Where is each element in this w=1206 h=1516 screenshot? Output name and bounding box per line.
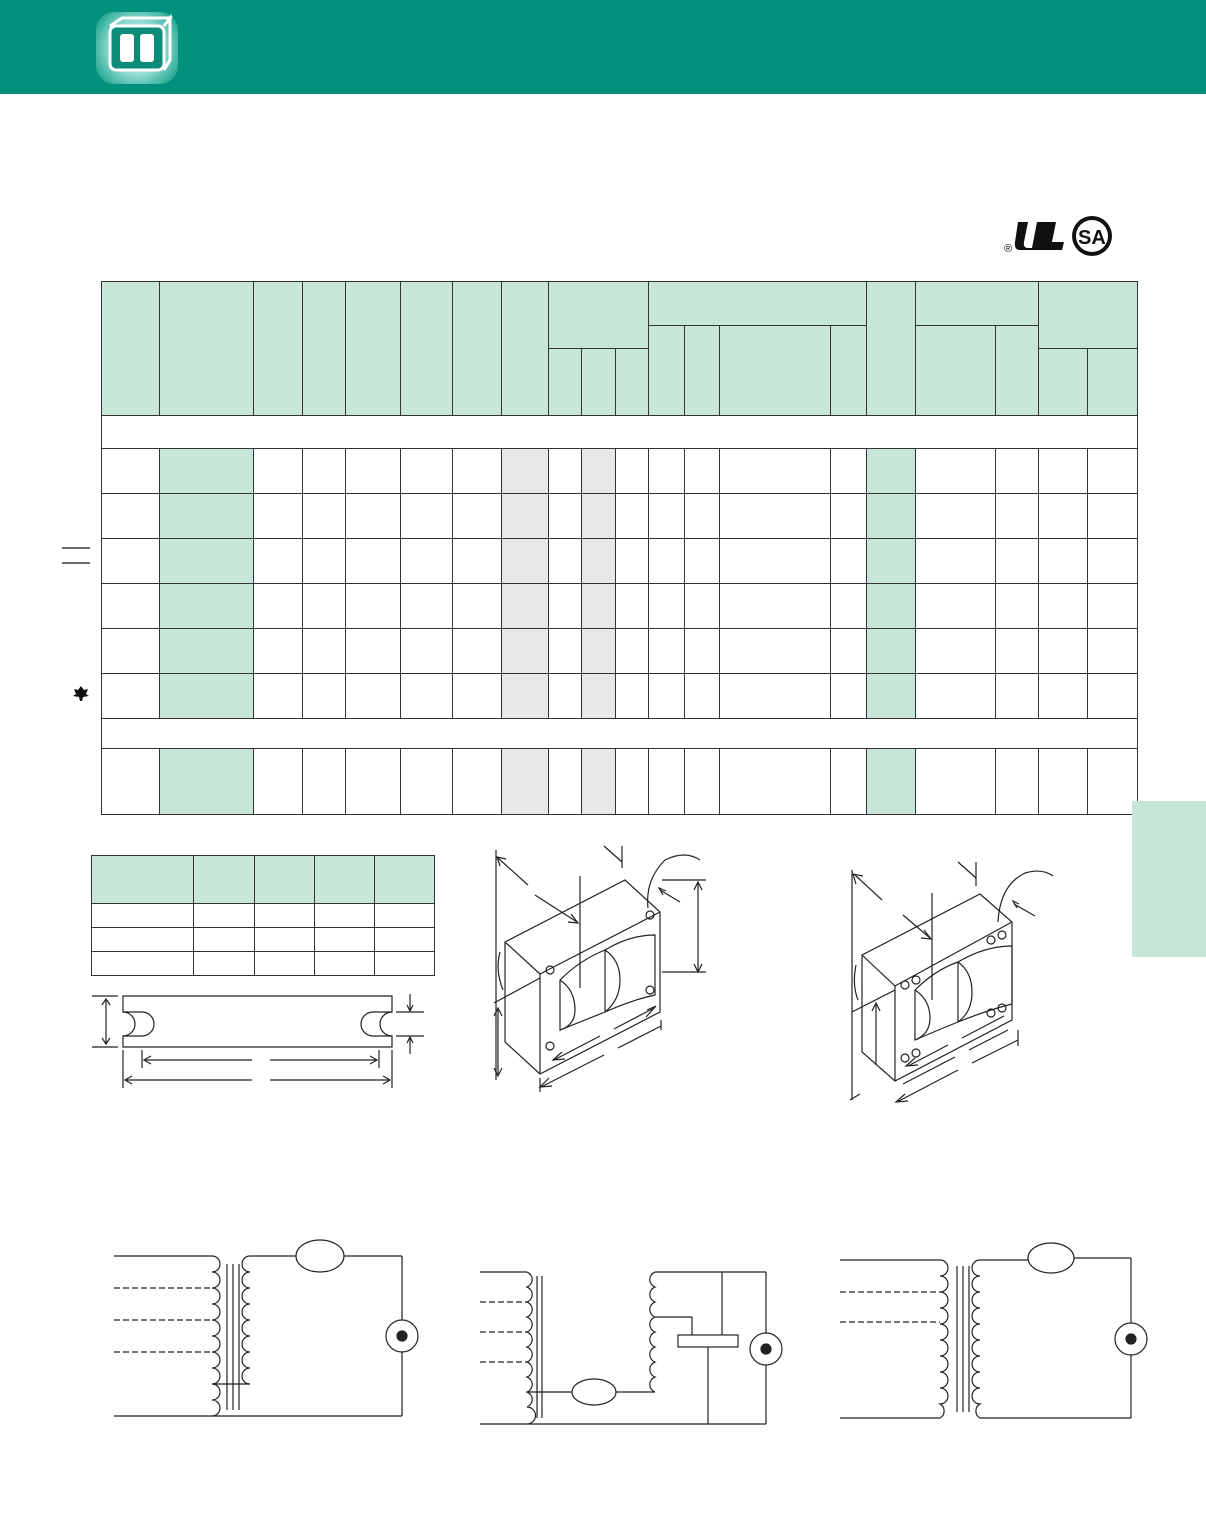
header-cell bbox=[548, 348, 583, 416]
header-cell bbox=[91, 855, 194, 904]
header-cell bbox=[615, 348, 650, 416]
maple-leaf-icon bbox=[73, 686, 89, 701]
ul-recognized-icon bbox=[1014, 222, 1064, 250]
table-row bbox=[91, 951, 435, 976]
ballast-transformer-icon bbox=[96, 12, 178, 84]
header-cell bbox=[452, 281, 503, 416]
header-cell bbox=[400, 281, 454, 416]
mounting-plate-drawing bbox=[92, 994, 424, 1088]
certification-marks: ® SA bbox=[1004, 214, 1124, 260]
table-row bbox=[100, 628, 1139, 674]
table-row bbox=[100, 748, 1139, 815]
core-coil-ballast-drawing bbox=[493, 845, 706, 1092]
header-cell bbox=[581, 348, 617, 416]
header-bar bbox=[0, 0, 1206, 94]
section-row bbox=[101, 718, 1138, 749]
header-cell bbox=[648, 325, 686, 416]
header-cell bbox=[100, 281, 161, 416]
header-group bbox=[1037, 281, 1139, 349]
table-row bbox=[100, 583, 1139, 629]
double-line-icon bbox=[62, 547, 90, 564]
core-coil-ballast-capacitor-drawing bbox=[849, 861, 1054, 1103]
header-cell bbox=[684, 325, 720, 416]
reactor-wiring-diagram bbox=[114, 1239, 419, 1417]
dimension-table bbox=[91, 855, 435, 976]
header-cell bbox=[193, 855, 255, 904]
header-catalog-number bbox=[159, 281, 255, 416]
table-row bbox=[91, 903, 435, 928]
header-group bbox=[548, 281, 650, 349]
registered-symbol: ® bbox=[1004, 243, 1012, 255]
table-row bbox=[100, 673, 1139, 719]
table-row bbox=[100, 493, 1139, 539]
header-group bbox=[914, 281, 1039, 326]
row-markers bbox=[62, 547, 90, 701]
header-cell bbox=[1086, 348, 1139, 416]
side-section-tab bbox=[1132, 801, 1206, 957]
header-cell bbox=[302, 281, 347, 416]
ballast-spec-table bbox=[100, 281, 1139, 815]
table-row bbox=[91, 927, 435, 952]
table-row bbox=[100, 538, 1139, 584]
header-cell bbox=[914, 325, 996, 416]
header-cell bbox=[253, 281, 304, 416]
header-cell bbox=[314, 855, 375, 904]
header-group bbox=[648, 281, 867, 326]
section-row bbox=[101, 415, 1138, 449]
header-cell bbox=[345, 281, 402, 416]
lead-peak-wiring-diagram bbox=[480, 1271, 783, 1425]
table-row bbox=[100, 448, 1139, 494]
header-cell bbox=[829, 325, 867, 416]
header-cell bbox=[374, 855, 435, 904]
header-cell bbox=[254, 855, 315, 904]
autotransformer-wiring-diagram bbox=[840, 1242, 1148, 1419]
csa-icon: SA bbox=[1072, 216, 1112, 256]
header-cell bbox=[501, 281, 550, 416]
header-cell bbox=[1037, 348, 1088, 416]
svg-text:SA: SA bbox=[1078, 227, 1106, 249]
header-cell bbox=[865, 281, 916, 416]
header-cell bbox=[994, 325, 1039, 416]
header-cell bbox=[718, 325, 831, 416]
